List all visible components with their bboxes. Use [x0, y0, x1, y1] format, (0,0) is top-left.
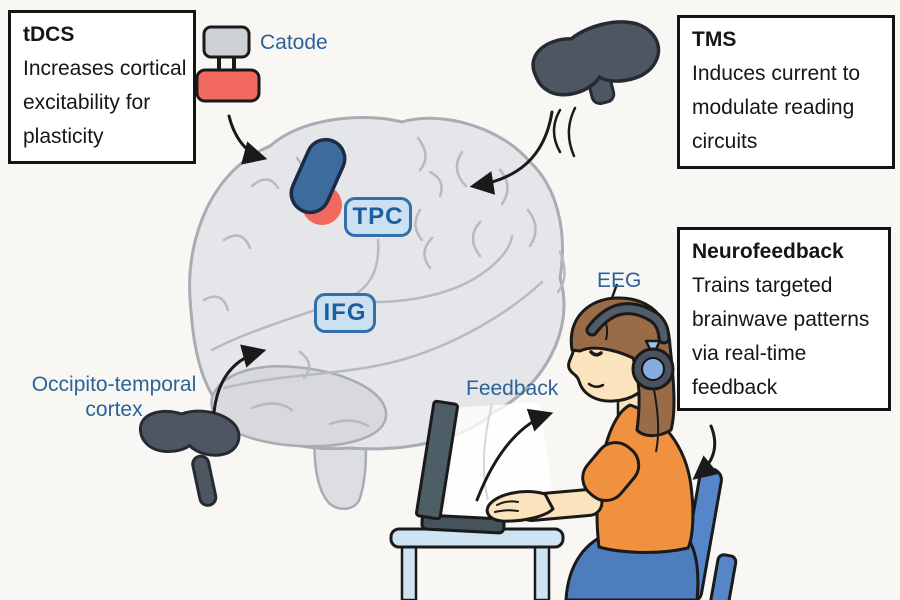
chair-leg [708, 553, 738, 600]
tdcs-info-box: tDCS Increases cortical excitability for… [8, 10, 196, 164]
tdcs-line-2: excitability for [23, 91, 151, 114]
tms-line-3: circuits [692, 130, 758, 153]
catode-label: Catode [260, 31, 328, 54]
tpc-chip: TPC [344, 197, 412, 237]
smile [587, 382, 605, 388]
ifg-chip: IFG [314, 293, 376, 333]
headphones [585, 283, 675, 453]
person-sleeve [581, 441, 641, 502]
feedback-label: Feedback [466, 377, 559, 400]
neurofeedback-line-1: Trains targeted [692, 274, 833, 297]
catode-electrode-icon [195, 25, 261, 103]
tms-line-1: Induces current to [692, 62, 861, 85]
desk-leg-right [533, 544, 551, 600]
headphone-wire [653, 388, 660, 453]
laptop-keyboard [420, 513, 506, 535]
desk [389, 527, 565, 600]
arrow-neurofeedback-to-person [692, 424, 719, 480]
laptop [415, 399, 506, 535]
tms-title: TMS [692, 28, 737, 51]
arrow-tms-to-brain [469, 110, 554, 195]
tdcs-title: tDCS [23, 23, 75, 46]
neurofeedback-line-3: via real-time [692, 342, 807, 365]
tms-line-2: modulate reading [692, 96, 855, 119]
electrode-gray-pad [202, 25, 251, 59]
tms-coil-top-icon [531, 20, 661, 106]
neurofeedback-info-box: Neurofeedback Trains targeted brainwave … [677, 227, 891, 411]
tdcs-electrode-pill [289, 137, 347, 215]
electrode-red-pad [195, 68, 261, 103]
eye [589, 350, 603, 357]
eeg-label: EEG [597, 269, 642, 292]
occipito-temporal-line-1: Occipito-temporal [31, 373, 197, 396]
arrow-catode-to-brain [227, 114, 268, 165]
tms-info-box: TMS Induces current to modulate reading … [677, 15, 895, 169]
arrow-coil-to-occipito [212, 344, 267, 414]
neurofeedback-line-4: feedback [692, 376, 778, 399]
hand-finger-lines [494, 500, 519, 513]
brain-illustration [188, 115, 566, 511]
laptop-screen [415, 399, 459, 521]
arrows [212, 110, 719, 502]
headphone-earcup-pad [641, 357, 665, 381]
neurofeedback-line-2: brainwave patterns [692, 308, 870, 331]
temporal-lobe [210, 365, 388, 448]
brain-sulci [202, 136, 566, 428]
tdcs-line-3: plasticity [23, 125, 104, 148]
arrow-laptop-to-face [475, 408, 554, 502]
tms-coil-bottom-icon [138, 409, 241, 507]
tms-coil-cable-lines [552, 106, 577, 158]
headphone-band [588, 305, 668, 342]
eeg-wire-antenna [610, 283, 619, 299]
person-hand [485, 490, 555, 523]
person-illustration [485, 283, 738, 600]
neurofeedback-title: Neurofeedback [692, 240, 844, 263]
occipito-temporal-label: Occipito-temporal cortex [22, 372, 206, 422]
desk-leg-left [400, 544, 418, 600]
tdcs-line-1: Increases cortical [23, 57, 187, 80]
occipito-temporal-line-2: cortex [85, 398, 143, 421]
